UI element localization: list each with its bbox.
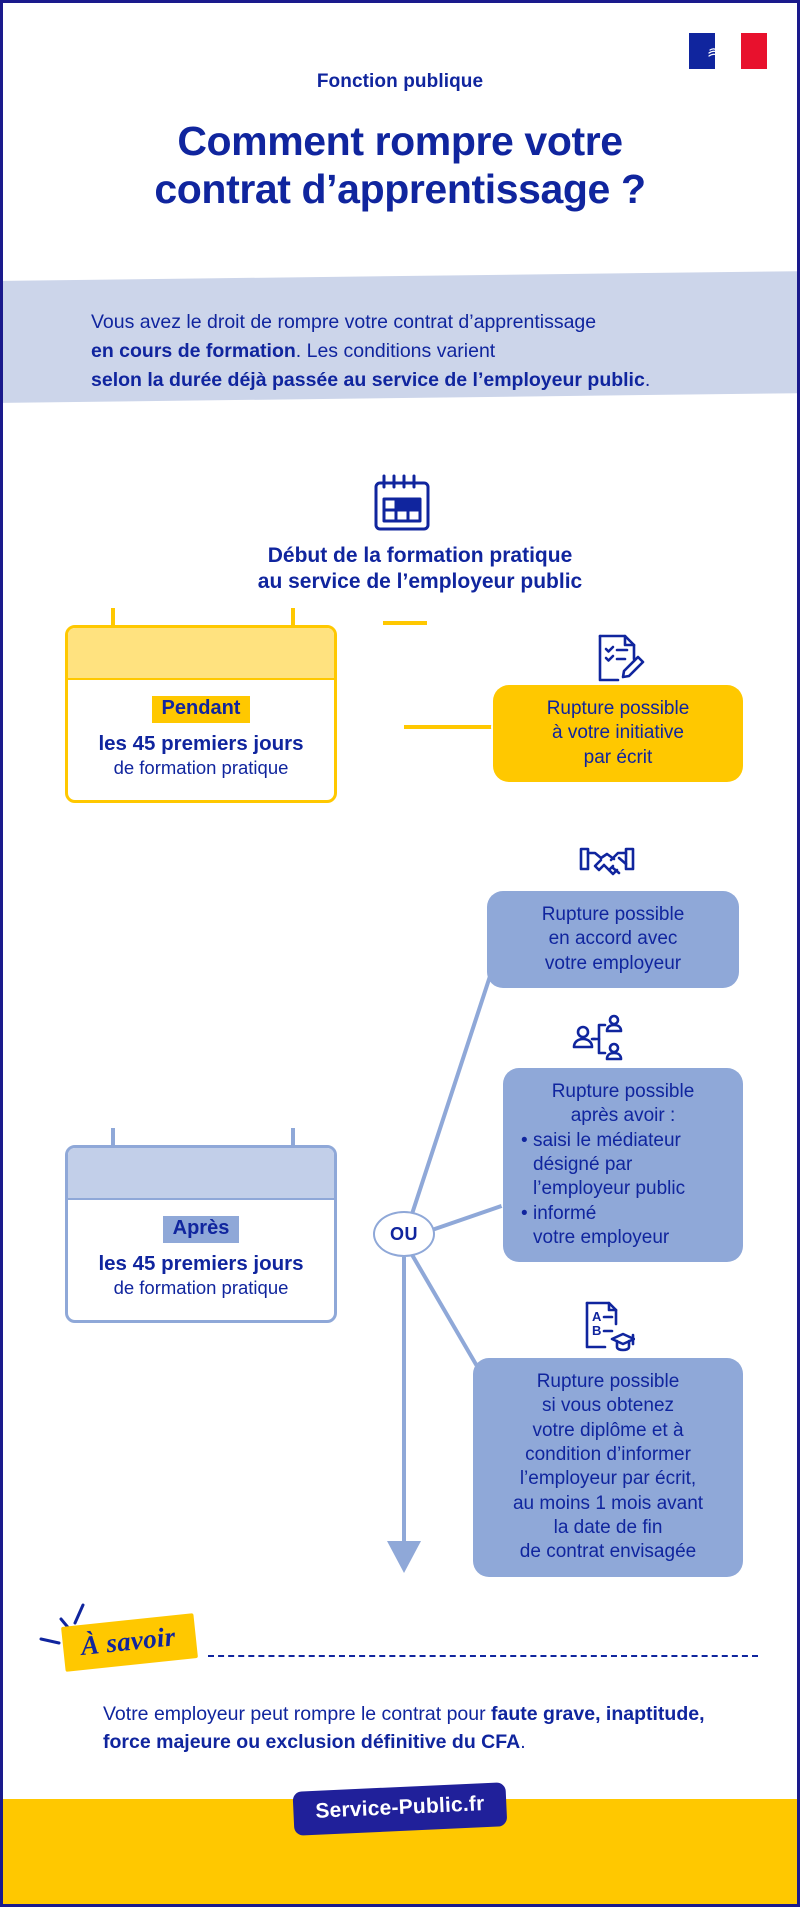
- document-checklist-pencil-icon: [598, 634, 645, 682]
- stage-caption-line2: au service de l’employeur public: [257, 570, 583, 594]
- outcome-line: en accord avec: [548, 928, 678, 950]
- a-savoir-text: Votre employeur peut rompre le contrat p…: [103, 1701, 723, 1756]
- a-savoir-label: À savoir: [79, 1621, 177, 1661]
- outcome-line: de contrat envisagée: [519, 1541, 697, 1563]
- outcome-line: à votre initiative: [551, 722, 684, 744]
- outcome-bubble-mediateur: Rupture possible après avoir : saisi le …: [503, 1068, 743, 1263]
- or-node: OU: [373, 1211, 435, 1257]
- period-line2-pendant: de formation pratique: [113, 757, 289, 778]
- outcome-bullet-list: saisi le médiateur désigné par l’employe…: [519, 1129, 727, 1251]
- page-title: Comment rompre votre contrat d’apprentis…: [63, 117, 737, 214]
- period-chip-pendant: Pendant: [151, 696, 251, 723]
- svg-text:B: B: [592, 1323, 601, 1338]
- period-card-header-bar: [68, 628, 334, 680]
- bullet-line: votre employeur: [533, 1226, 670, 1248]
- period-chip-apres: Après: [162, 1216, 240, 1243]
- outcome-bullet-item: saisi le médiateur désigné par l’employe…: [519, 1129, 727, 1202]
- outcome-line: au moins 1 mois avant: [512, 1492, 704, 1514]
- outcome-line: condition d’informer: [525, 1443, 691, 1465]
- outcome-line: la date de fin: [553, 1516, 663, 1538]
- outcome-bubble-diplome: Rupture possible si vous obtenez votre d…: [473, 1358, 743, 1577]
- flag-blue-stripe: [689, 33, 715, 69]
- outcome-line: votre diplôme et à: [532, 1419, 684, 1441]
- intro-line3-bold: selon la durée déjà passée au service de…: [91, 368, 645, 391]
- bullet-line: désigné par: [533, 1153, 633, 1175]
- marianne-profile-icon: [708, 38, 729, 64]
- flag-red-stripe: [741, 33, 767, 69]
- french-flag-marianne-logo: [689, 33, 767, 69]
- page-title-line1: Comment rompre votre: [177, 118, 623, 164]
- outcome-line: Rupture possible: [541, 904, 685, 925]
- outcome-line: votre employeur: [544, 952, 682, 974]
- intro-paragraph: Vous avez le droit de rompre votre contr…: [91, 308, 731, 395]
- period-card-body: Pendant les 45 premiers jours de formati…: [68, 680, 334, 800]
- outcome-line: Rupture possible: [546, 698, 690, 719]
- intro-band: [3, 271, 797, 403]
- intro-line1: Vous avez le droit de rompre votre contr…: [91, 311, 597, 333]
- outcome-line: Rupture possible: [551, 1081, 695, 1102]
- period-card-apres: Après les 45 premiers jours de formation…: [65, 1145, 337, 1324]
- calendar-icon: [374, 474, 430, 531]
- period-line1-pendant: les 45 premiers jours: [98, 732, 304, 755]
- bullet-line: saisi le médiateur: [533, 1129, 681, 1151]
- bullet-line: l’employeur public: [533, 1178, 686, 1200]
- outcome-bubble-initiative: Rupture possible à votre initiative par …: [493, 685, 743, 782]
- period-line2-apres: de formation pratique: [113, 1277, 289, 1298]
- svg-text:A: A: [592, 1309, 602, 1324]
- diploma-graduation-icon: A B: [585, 1301, 635, 1352]
- outcome-line: si vous obtenez: [541, 1395, 675, 1417]
- note-plain-1: Votre employeur peut rompre le contrat p…: [103, 1703, 492, 1725]
- flag-white-stripe: [708, 33, 741, 69]
- outcome-line: Rupture possible: [536, 1371, 680, 1392]
- outcome-line: après avoir :: [570, 1105, 676, 1127]
- handshake-icon: [579, 847, 635, 876]
- outcome-line: par écrit: [583, 746, 653, 768]
- outcome-bullet-item: informé votre employeur: [519, 1202, 727, 1251]
- dashed-divider: [208, 1655, 758, 1657]
- period-card-header-bar: [68, 1148, 334, 1200]
- period-line1-apres: les 45 premiers jours: [98, 1252, 304, 1275]
- outcome-bubble-accord-employeur: Rupture possible en accord avec votre em…: [487, 891, 739, 988]
- note-plain-2: .: [520, 1730, 526, 1753]
- page-title-line2: contrat d’apprentissage ?: [154, 166, 646, 213]
- period-card-pendant: Pendant les 45 premiers jours de formati…: [65, 625, 337, 804]
- intro-line2-plain: . Les conditions varient: [295, 339, 496, 362]
- intro-line3-plain: .: [644, 368, 651, 391]
- intro-line2-bold: en cours de formation: [91, 339, 296, 362]
- eyebrow-label: Fonction publique: [316, 71, 484, 92]
- mediation-people-icon: [572, 1014, 623, 1061]
- bullet-line: informé: [533, 1202, 597, 1224]
- stage-caption: Début de la formation pratique au servic…: [123, 543, 717, 595]
- note-bold: faute grave, inaptitude, force majeure o…: [103, 1703, 705, 1753]
- stage-caption-line1: Début de la formation pratique: [267, 544, 573, 567]
- outcome-line: l’employeur par écrit,: [519, 1468, 697, 1490]
- period-card-body: Après les 45 premiers jours de formation…: [68, 1200, 334, 1320]
